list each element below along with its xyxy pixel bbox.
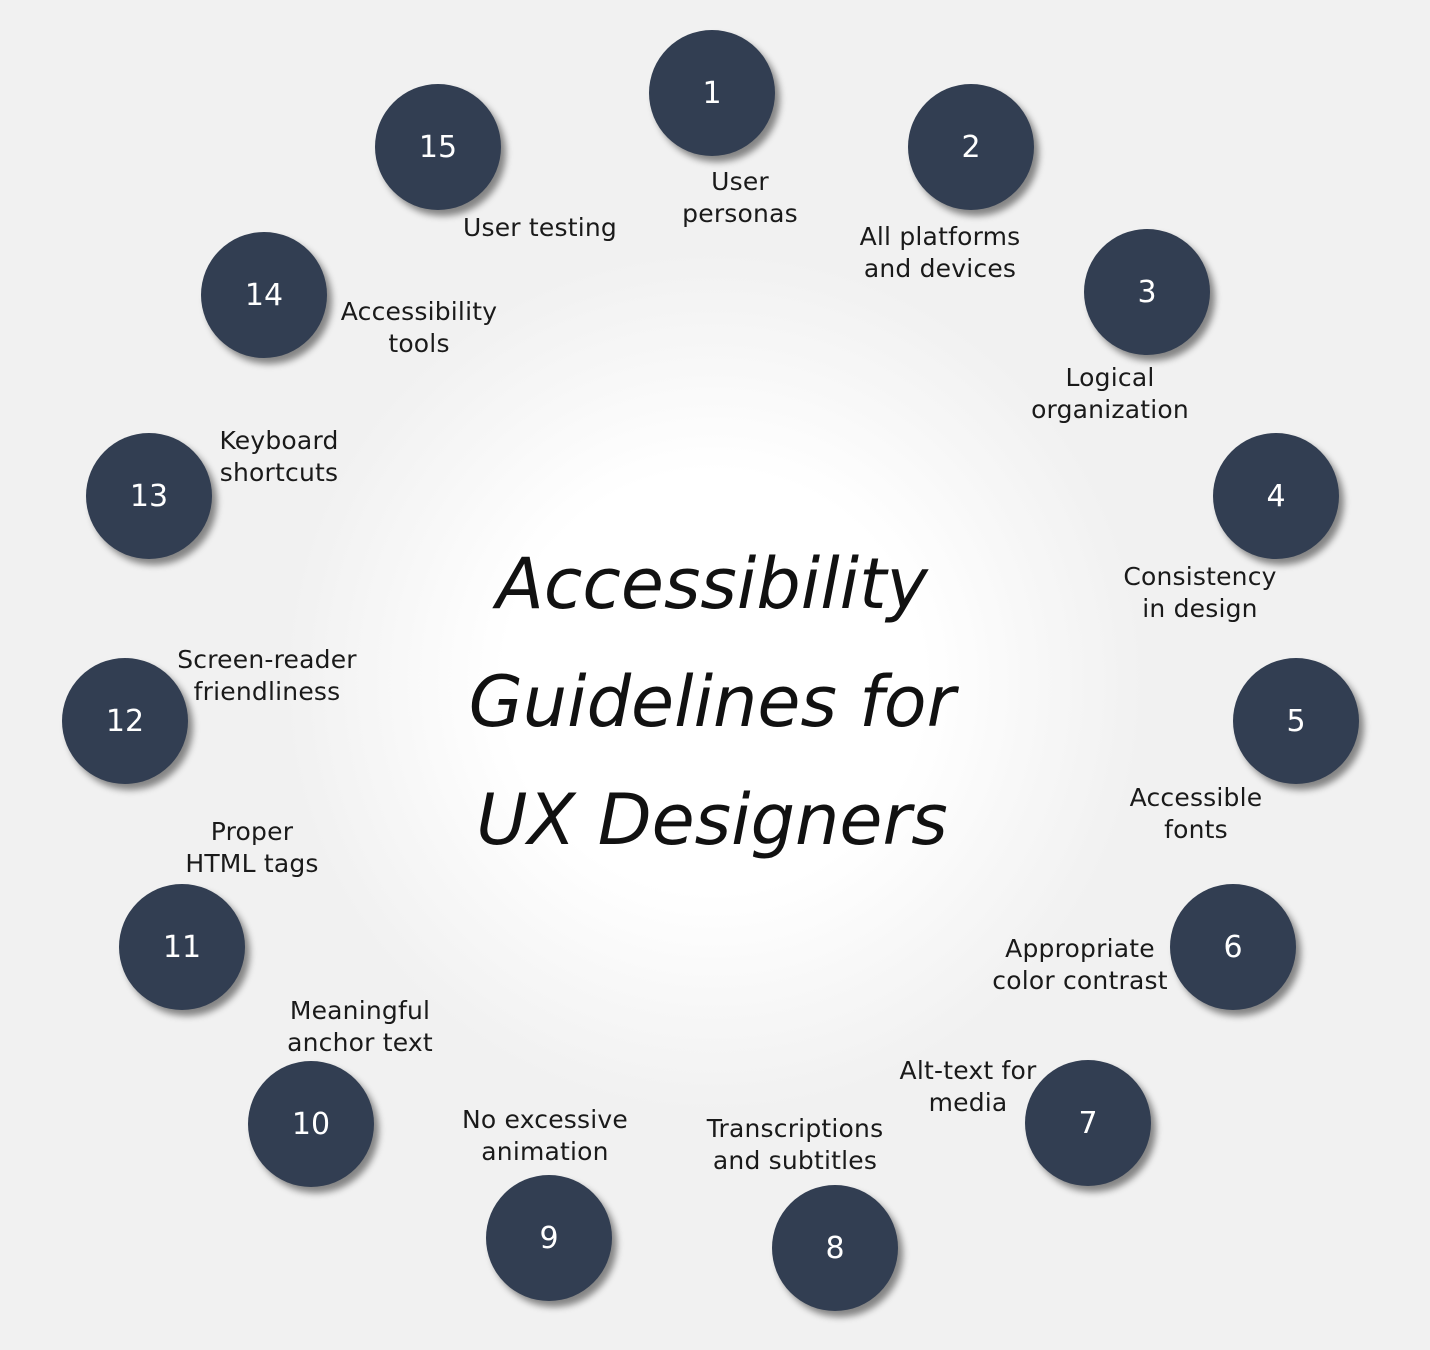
step-node-1: 1 — [649, 30, 775, 156]
step-label-10: Meaningful anchor text — [287, 996, 433, 1057]
step-node-4: 4 — [1213, 433, 1339, 559]
step-node-12: 12 — [62, 658, 188, 784]
diagram-title: Accessibility Guidelines for UX Designer… — [468, 543, 956, 861]
step-node-2: 2 — [908, 84, 1034, 210]
step-label-9: No excessive animation — [462, 1105, 628, 1166]
step-node-3: 3 — [1084, 229, 1210, 355]
step-label-6: Appropriate color contrast — [992, 934, 1168, 995]
step-label-14: Accessibility tools — [340, 297, 498, 358]
step-node-11: 11 — [119, 884, 245, 1010]
step-label-7: Alt-text for media — [899, 1056, 1037, 1117]
step-node-5: 5 — [1233, 658, 1359, 784]
step-label-1: User personas — [682, 167, 798, 228]
step-node-13: 13 — [86, 433, 212, 559]
step-node-15: 15 — [375, 84, 501, 210]
step-label-15: User testing — [463, 213, 617, 242]
step-node-9: 9 — [486, 1175, 612, 1301]
step-label-12: Screen-reader friendliness — [177, 645, 357, 706]
step-node-10: 10 — [248, 1061, 374, 1187]
step-label-8: Transcriptions and subtitles — [706, 1114, 884, 1175]
step-node-8: 8 — [772, 1185, 898, 1311]
step-label-2: All platforms and devices — [859, 222, 1021, 283]
step-label-3: Logical organization — [1031, 363, 1189, 424]
step-label-4: Consistency in design — [1123, 562, 1277, 623]
step-label-11: Proper HTML tags — [185, 817, 319, 878]
step-node-14: 14 — [201, 232, 327, 358]
step-node-7: 7 — [1025, 1060, 1151, 1186]
step-node-6: 6 — [1170, 884, 1296, 1010]
step-label-5: Accessible fonts — [1129, 783, 1263, 844]
step-label-13: Keyboard shortcuts — [219, 426, 339, 487]
